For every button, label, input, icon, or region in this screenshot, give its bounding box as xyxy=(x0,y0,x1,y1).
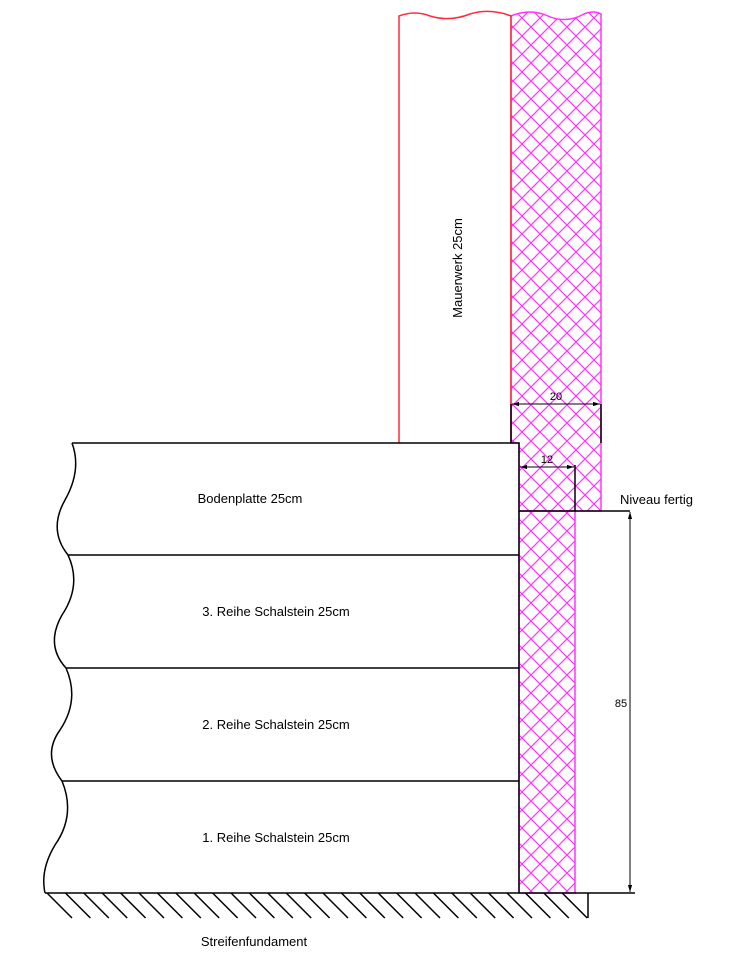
label-wall: Mauerwerk 25cm xyxy=(450,218,465,318)
ground-hatch xyxy=(46,892,588,919)
dimension-12: 12 xyxy=(541,454,553,466)
dimension-85: 85 xyxy=(615,698,627,710)
label-foundation: Streifenfundament xyxy=(201,934,308,949)
label-slab: Bodenplatte 25cm xyxy=(198,491,303,506)
dimension-20: 20 xyxy=(550,391,562,403)
label-row1: 1. Reihe Schalstein 25cm xyxy=(202,830,349,845)
label-row2: 2. Reihe Schalstein 25cm xyxy=(202,717,349,732)
masonry-wall xyxy=(398,10,512,443)
foundation-rows xyxy=(43,404,635,919)
insulation-lower xyxy=(518,510,576,894)
label-row3: 3. Reihe Schalstein 25cm xyxy=(202,604,349,619)
label-level: Niveau fertig xyxy=(620,492,693,507)
insulation-upper xyxy=(510,11,602,512)
